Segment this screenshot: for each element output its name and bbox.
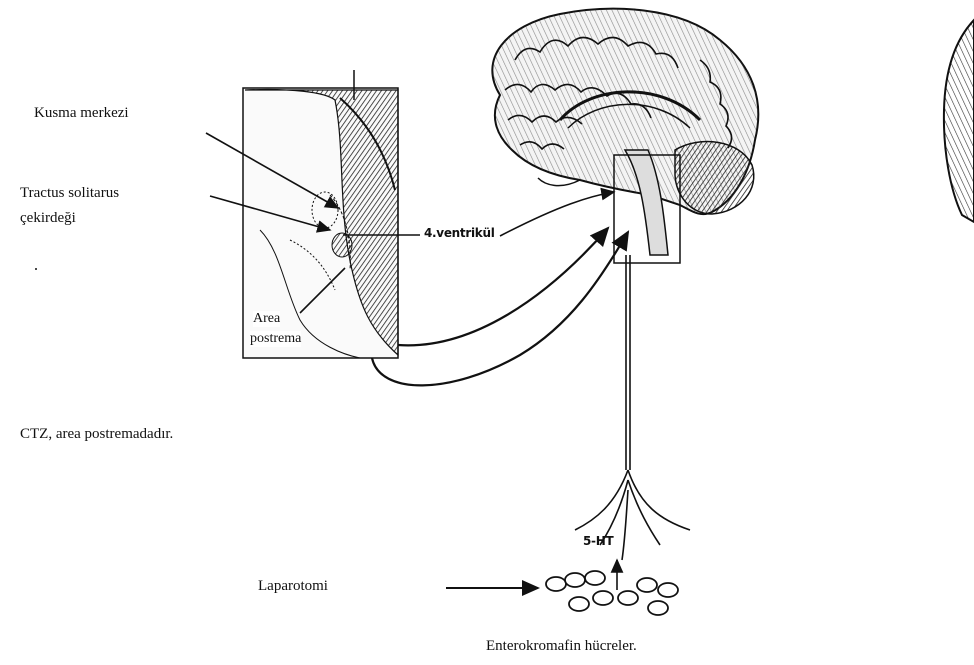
label-kusma-merkezi: Kusma merkezi [34,105,129,122]
label-area-line1: Area [253,311,280,327]
label-area-line2: postrema [250,331,301,347]
enterochromaffin-cells [546,571,678,615]
label-enterokromafin: Enterokromafin hücreler. [486,638,637,655]
brain-illustration [492,9,758,263]
upper-pathway-arrow [398,228,608,345]
partial-brain-right [944,20,974,222]
label-tractus-line2: çekirdeği [20,210,76,227]
vagal-nerve [575,255,690,560]
label-ctz: CTZ, area postremadadır. [20,426,173,443]
label-4-ventrikul: 4.ventrikül [424,227,495,241]
lower-pathway-arrow [372,232,628,385]
stray-dot [35,268,37,270]
label-tractus-line1: Tractus solitarus [20,185,119,202]
label-5-ht: 5-HT [583,535,613,549]
pathway-arrows [372,228,628,385]
label-laparotomi: Laparotomi [258,578,328,595]
